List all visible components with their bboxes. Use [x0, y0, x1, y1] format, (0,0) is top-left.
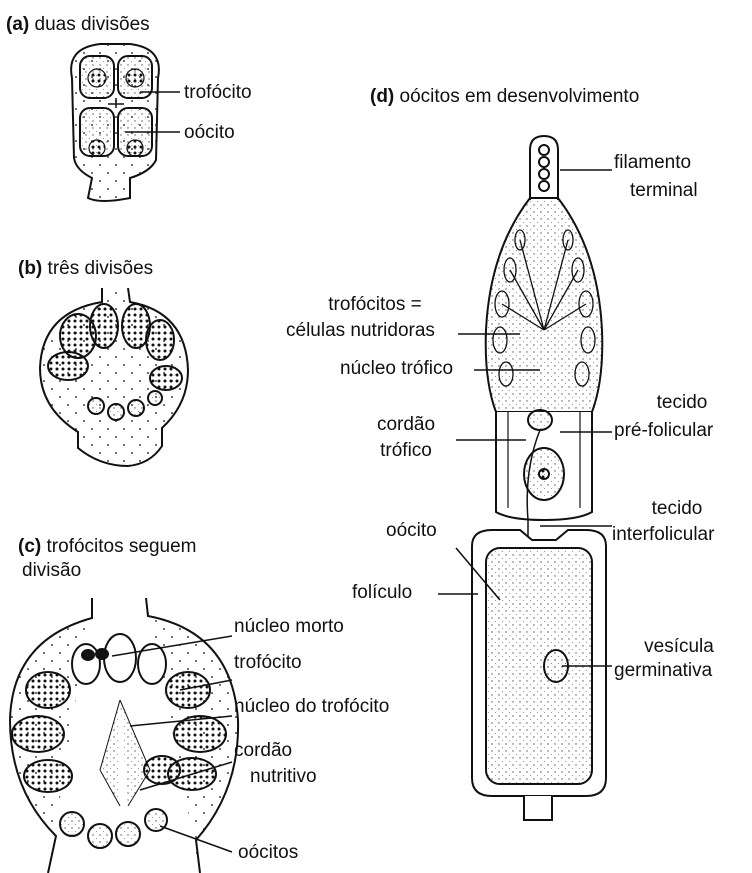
label-trophocytes-2: células nutridoras	[286, 320, 435, 342]
label-prefollicular-2: pré-folicular	[614, 420, 713, 442]
panel-b-title: (b) três divisões	[18, 258, 153, 280]
panel-c-title: (c) trofócitos seguem	[18, 536, 196, 558]
label-oocyte-d: oócito	[386, 520, 437, 542]
panel-c-drawing	[10, 598, 238, 873]
label-trophocytes-1: trofócitos =	[300, 294, 450, 316]
panel-a-title: (a) duas divisões	[6, 14, 150, 36]
label-trophic-nucleus: núcleo trófico	[340, 358, 453, 380]
panel-d-drawing	[438, 136, 612, 820]
label-germinal-2: germinativa	[614, 660, 712, 682]
panel-a-drawing	[71, 44, 180, 201]
label-trophic-cord-1: cordão	[366, 414, 446, 436]
label-interfollicular-1: tecido	[612, 498, 742, 520]
label-trophocyte-a: trofócito	[184, 82, 252, 104]
label-terminal-filament-1: filamento	[614, 152, 691, 174]
label-trophocyte-nucleus: núcleo do trofócito	[234, 696, 389, 718]
label-dead-nucleus: núcleo morto	[234, 616, 344, 638]
label-prefollicular-1: tecido	[622, 392, 742, 414]
label-cord-nutritive-1: cordão	[234, 740, 292, 762]
label-oocyte-a: oócito	[184, 122, 235, 144]
label-oocytes: oócitos	[238, 842, 298, 864]
panel-d-title: (d) oócitos em desenvolvimento	[370, 86, 639, 108]
label-cord-nutritive-2: nutritivo	[250, 766, 317, 788]
panel-c-title-line2: divisão	[22, 560, 81, 582]
label-interfollicular-2: interfolicular	[612, 524, 714, 546]
label-follicle: folículo	[352, 582, 412, 604]
label-germinal-1: vesícula	[614, 636, 744, 658]
label-trophocyte-c: trofócito	[234, 652, 302, 674]
label-trophic-cord-2: trófico	[366, 440, 446, 462]
panel-b-drawing	[40, 288, 188, 466]
label-terminal-filament-2: terminal	[630, 180, 698, 202]
